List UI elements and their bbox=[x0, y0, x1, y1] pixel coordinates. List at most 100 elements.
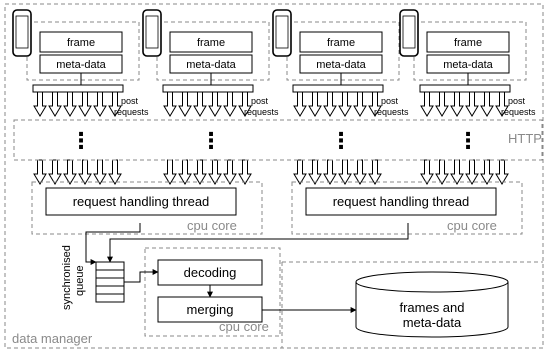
synchronised-queue bbox=[95, 261, 125, 303]
frame-box bbox=[169, 31, 253, 53]
post-request-arrow bbox=[293, 91, 307, 117]
post-request-arrow bbox=[495, 91, 509, 117]
bottom-cpu-core-border bbox=[144, 247, 281, 337]
connector-thread2-queue bbox=[107, 223, 409, 263]
ellipsis-top: ⋮ bbox=[70, 128, 92, 153]
phone-screen bbox=[145, 15, 159, 49]
http-band bbox=[13, 119, 543, 161]
http-request-arrow bbox=[108, 159, 122, 185]
frame-label: frame bbox=[454, 37, 482, 49]
frame-label: frame bbox=[327, 37, 355, 49]
request-bar bbox=[292, 84, 384, 93]
decoding-label: decoding bbox=[184, 265, 237, 280]
post-request-arrow bbox=[78, 91, 92, 117]
meta-data-label: meta-data bbox=[56, 59, 106, 71]
storage-region-border bbox=[281, 261, 543, 348]
http-label: HTTP bbox=[508, 131, 542, 146]
post-label-line1: post bbox=[251, 96, 269, 106]
meta-data-label: meta-data bbox=[316, 59, 366, 71]
meta-data-label: meta-data bbox=[443, 59, 493, 71]
post-label-line2: requests bbox=[501, 107, 536, 117]
http-request-arrow bbox=[435, 159, 449, 185]
http-request-arrow bbox=[33, 159, 47, 185]
cpu-core-border bbox=[31, 181, 263, 235]
post-request-arrow bbox=[223, 91, 237, 117]
post-request-arrow bbox=[108, 91, 122, 117]
post-request-arrow bbox=[353, 91, 367, 117]
http-request-arrow bbox=[338, 159, 352, 185]
frame-label: frame bbox=[67, 37, 95, 49]
ellipsis-top: ⋮ bbox=[330, 128, 352, 153]
http-request-arrow bbox=[450, 159, 464, 185]
post-request-arrow bbox=[308, 91, 322, 117]
data-manager-border bbox=[4, 3, 544, 349]
request-bar bbox=[32, 84, 124, 93]
post-label-line2: requests bbox=[374, 107, 409, 117]
post-request-arrow bbox=[323, 91, 337, 117]
queue-label-line2: queue bbox=[74, 265, 86, 296]
http-request-arrow bbox=[178, 159, 192, 185]
decoding-box bbox=[157, 259, 263, 286]
cpu-core-2: request handling thread cpu core bbox=[291, 181, 523, 235]
http-request-arrow bbox=[223, 159, 237, 185]
http-request-arrow bbox=[48, 159, 62, 185]
http-request-arrow bbox=[208, 159, 222, 185]
post-request-arrow bbox=[368, 91, 382, 117]
http-request-arrow bbox=[480, 159, 494, 185]
post-request-arrow bbox=[420, 91, 434, 117]
cpu-core-border bbox=[291, 181, 523, 235]
post-label-line2: requests bbox=[114, 107, 149, 117]
post-label-line2: requests bbox=[244, 107, 279, 117]
request-handling-thread-box bbox=[45, 187, 237, 216]
storage-label-line2: meta-data bbox=[403, 315, 462, 330]
post-request-arrow bbox=[435, 91, 449, 117]
meta-data-label: meta-data bbox=[186, 59, 236, 71]
connector-queue-decoding bbox=[124, 269, 159, 283]
frame-box bbox=[39, 31, 123, 53]
ellipsis-top: ⋮ bbox=[457, 128, 479, 153]
post-request-arrow bbox=[93, 91, 107, 117]
post-request-arrow bbox=[208, 91, 222, 117]
frame-label: frame bbox=[197, 37, 225, 49]
frame-box bbox=[426, 31, 510, 53]
bottom-cpu-core-label: cpu core bbox=[219, 319, 269, 334]
storage-cylinder bbox=[355, 271, 509, 338]
post-request-arrow bbox=[338, 91, 352, 117]
cpu-core-label: cpu core bbox=[447, 218, 497, 233]
post-request-arrow bbox=[163, 91, 177, 117]
data-manager-label: data manager bbox=[12, 331, 93, 346]
frame-box bbox=[299, 31, 383, 53]
http-request-arrow bbox=[163, 159, 177, 185]
post-request-arrow bbox=[465, 91, 479, 117]
http-request-arrow bbox=[368, 159, 382, 185]
phone-screen bbox=[275, 15, 289, 49]
http-request-arrow bbox=[308, 159, 322, 185]
http-request-arrow bbox=[465, 159, 479, 185]
http-request-arrow bbox=[78, 159, 92, 185]
post-request-arrow bbox=[33, 91, 47, 117]
http-request-arrow bbox=[323, 159, 337, 185]
storage-label-line1: frames and bbox=[399, 300, 464, 315]
phone-screen bbox=[15, 15, 29, 49]
http-request-arrow bbox=[420, 159, 434, 185]
request-handling-thread-box bbox=[305, 187, 497, 216]
request-bar bbox=[419, 84, 511, 93]
post-label-line1: post bbox=[508, 96, 526, 106]
ellipsis-top: ⋮ bbox=[200, 128, 222, 153]
post-label-line1: post bbox=[381, 96, 399, 106]
request-handling-thread-label: request handling thread bbox=[333, 194, 470, 209]
http-request-arrow bbox=[495, 159, 509, 185]
http-request-arrow bbox=[353, 159, 367, 185]
merging-box bbox=[157, 296, 263, 323]
request-bar bbox=[162, 84, 254, 93]
http-request-arrow bbox=[63, 159, 77, 185]
post-request-arrow bbox=[238, 91, 252, 117]
post-request-arrow bbox=[48, 91, 62, 117]
post-request-arrow bbox=[480, 91, 494, 117]
phone-screen bbox=[402, 15, 416, 49]
